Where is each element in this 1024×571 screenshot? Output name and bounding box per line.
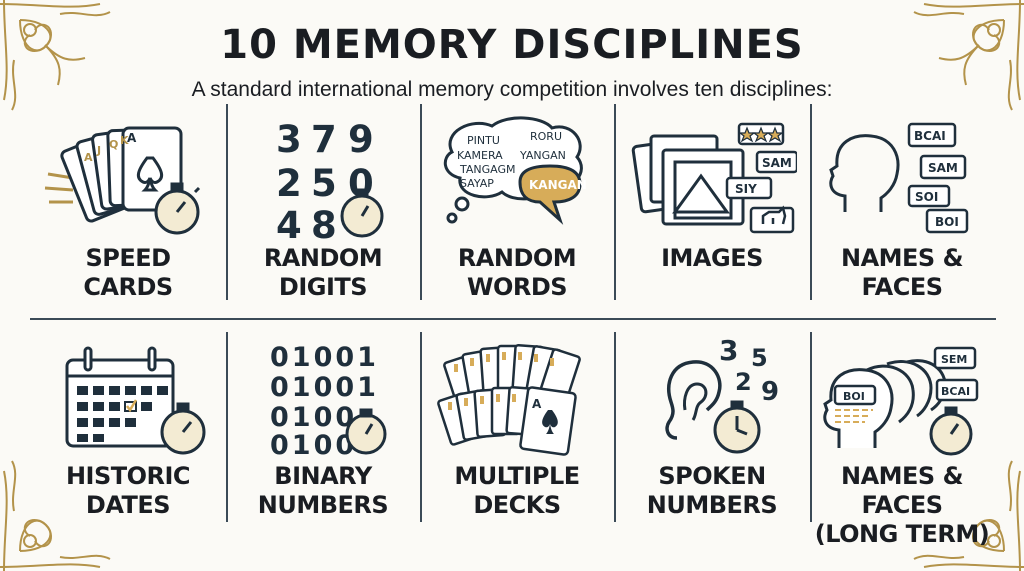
svg-text:8: 8 <box>311 204 337 240</box>
svg-text:4: 4 <box>276 204 302 240</box>
column-divider <box>226 332 228 522</box>
column-divider <box>810 104 812 300</box>
names-faces-icon: BCAI SAM SOI BOI <box>829 122 969 234</box>
discipline-names-faces-long-term: SEM BOI BCAI NAMES & FACES(LONG TERM) <box>810 322 994 548</box>
corner-ornament-icon <box>913 460 1024 571</box>
corner-ornament-icon <box>913 0 1024 111</box>
svg-text:SAM: SAM <box>762 156 792 170</box>
images-icon: SAM SIY <box>631 122 797 234</box>
svg-text:TANGAGM: TANGAGM <box>459 163 516 176</box>
random-digits-icon: 3 7 9 2 5 0 4 8 <box>276 118 384 240</box>
column-divider <box>810 332 812 522</box>
svg-text:SAYAP: SAYAP <box>460 177 494 190</box>
discipline-label: NAMES & FACES(LONG TERM) <box>814 462 990 548</box>
column-divider <box>614 332 616 522</box>
svg-text:BCAI: BCAI <box>941 385 970 398</box>
discipline-images: SAM SIY IMAGES <box>614 104 810 304</box>
column-divider <box>420 332 422 522</box>
svg-text:5: 5 <box>311 162 337 205</box>
spoken-numbers-icon: 3 5 2 9 <box>665 334 779 454</box>
names-faces-long-term-icon: SEM BOI BCAI <box>823 346 979 456</box>
column-divider <box>226 104 228 300</box>
svg-text:01001: 01001 <box>270 372 379 403</box>
discipline-names-faces: BCAI SAM SOI BOI NAMES &FACES <box>810 104 994 304</box>
corner-ornament-icon <box>0 460 111 571</box>
svg-text:PINTU: PINTU <box>467 134 500 147</box>
svg-text:A: A <box>532 397 542 411</box>
svg-text:2: 2 <box>276 162 302 205</box>
page-subtitle: A standard international memory competit… <box>191 78 833 101</box>
svg-text:BOI: BOI <box>935 215 959 229</box>
svg-text:SAM: SAM <box>928 161 958 175</box>
svg-text:SOI: SOI <box>915 190 938 204</box>
discipline-random-words: PINTU RORU KAMERA YANGAN TANGAGM SAYAP K… <box>420 104 614 304</box>
svg-text:3: 3 <box>276 118 302 161</box>
svg-text:0100: 0100 <box>270 430 357 458</box>
column-divider <box>614 104 616 300</box>
svg-text:A: A <box>84 151 93 164</box>
row-divider <box>30 318 996 320</box>
discipline-label: IMAGES <box>661 244 763 272</box>
svg-text:Q: Q <box>109 138 118 151</box>
svg-text:0100: 0100 <box>270 402 357 433</box>
svg-text:BOI: BOI <box>843 390 865 403</box>
binary-numbers-icon: 01001 01001 0100 0100 <box>270 342 387 458</box>
svg-text:KAMERA: KAMERA <box>457 149 503 162</box>
svg-text:9: 9 <box>348 118 374 161</box>
svg-text:BCAI: BCAI <box>914 129 946 143</box>
svg-text:J: J <box>96 144 101 157</box>
random-words-icon: PINTU RORU KAMERA YANGAN TANGAGM SAYAP K… <box>443 116 587 225</box>
multiple-decks-icon: A <box>437 344 581 456</box>
svg-text:YANGAN: YANGAN <box>519 149 566 162</box>
svg-text:A: A <box>127 131 137 145</box>
svg-text:SEM: SEM <box>941 353 967 366</box>
page-title: 10 MEMORY DISCIPLINES <box>220 22 804 68</box>
discipline-label: NAMES &FACES <box>840 244 964 301</box>
svg-text:RORU: RORU <box>530 130 562 143</box>
svg-text:2: 2 <box>735 368 752 396</box>
corner-ornament-icon <box>0 0 111 111</box>
svg-text:5: 5 <box>751 344 768 372</box>
svg-text:KANGAN: KANGAN <box>529 178 587 192</box>
svg-text:3: 3 <box>719 334 738 367</box>
historic-dates-icon <box>65 346 206 455</box>
svg-text:K: K <box>120 134 129 147</box>
speed-cards-icon: A J Q K A <box>44 126 201 235</box>
column-divider <box>420 104 422 300</box>
svg-text:7: 7 <box>311 118 337 161</box>
svg-text:01001: 01001 <box>270 342 379 373</box>
svg-text:9: 9 <box>761 377 779 407</box>
svg-text:SIY: SIY <box>735 182 757 196</box>
